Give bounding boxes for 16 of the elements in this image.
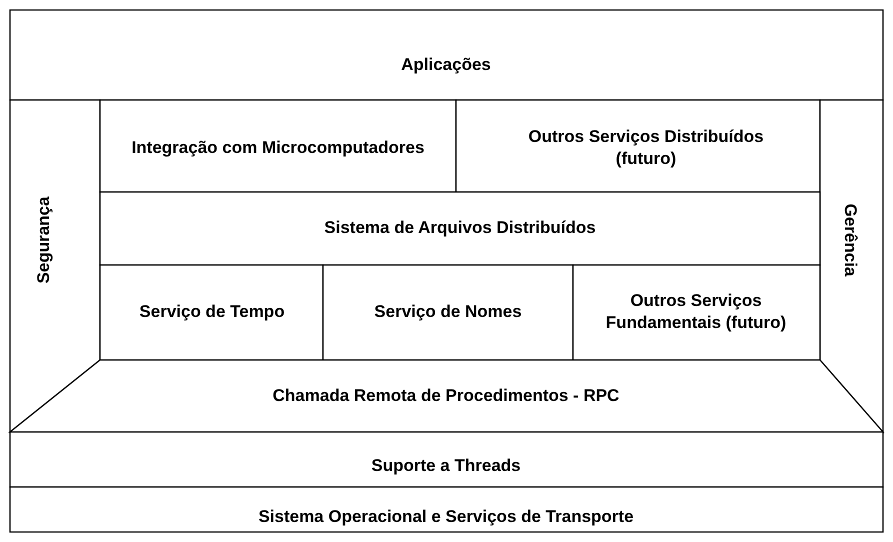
layer-label: Integração com Microcomputadores — [130, 136, 426, 159]
layer-band — [100, 100, 456, 192]
layer-label: Serviço de Tempo — [138, 300, 286, 323]
layer-band — [323, 265, 573, 360]
layer-label: Outros Serviços Distribuídos (futuro) — [527, 126, 765, 170]
layer-label: Aplicações — [400, 54, 492, 76]
layer-band — [100, 265, 323, 360]
layer-band — [573, 265, 820, 360]
layer-label: Outros Serviços Fundamentais (futuro) — [604, 290, 788, 334]
layer-label: Chamada Remota de Procedimentos - RPC — [272, 384, 620, 407]
layer-label: Suporte a Threads — [370, 454, 522, 477]
layer-label: Sistema Operacional e Serviços de Transporte — [257, 506, 635, 528]
layer-band — [456, 100, 820, 192]
layer-label: Serviço de Nomes — [373, 300, 523, 323]
layer-band — [10, 487, 883, 532]
layer-label: Sistema de Arquivos Distribuídos — [323, 216, 597, 239]
